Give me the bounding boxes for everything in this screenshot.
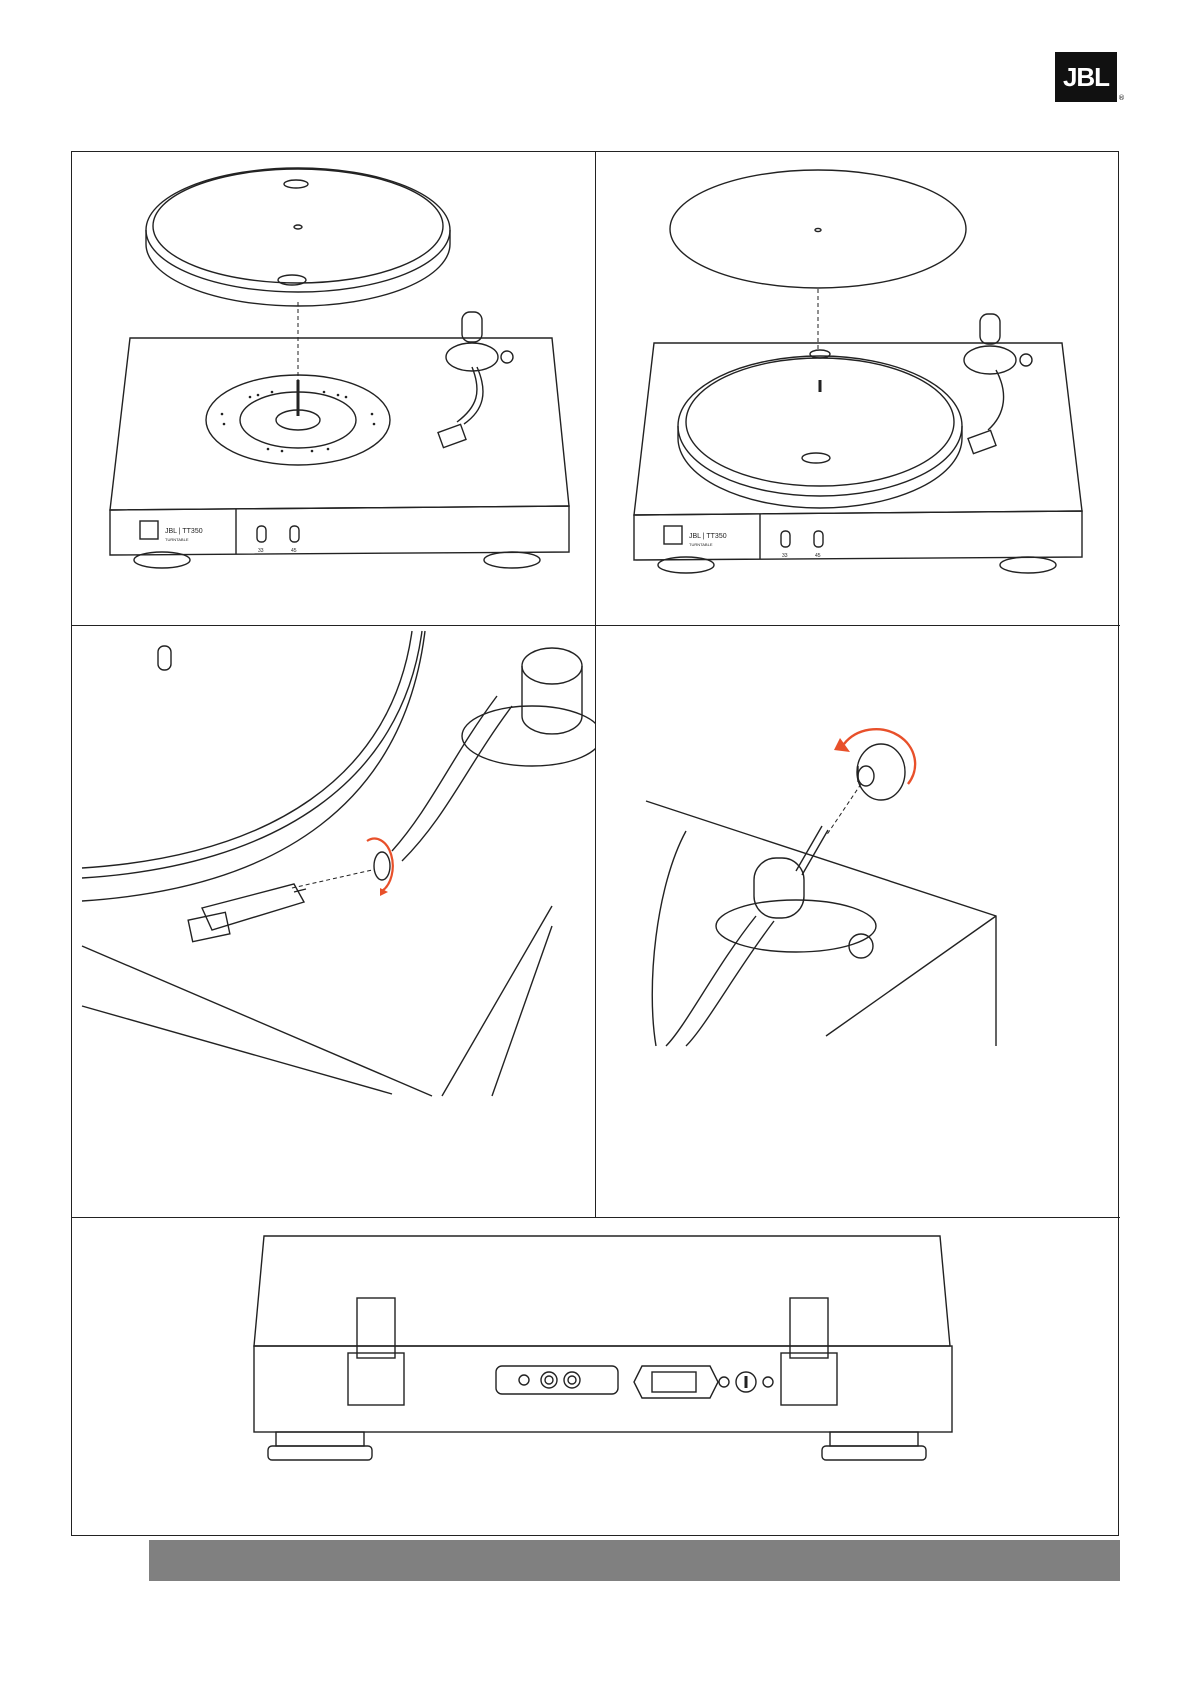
panel-counterweight [596,626,1120,1218]
jbl-logo: JBL [1055,52,1117,102]
badge-sub-text: TURNTABLE [165,537,189,542]
panel-mat-install: JBL | TT350 TURNTABLE 33 45 [596,152,1120,626]
mat-install-illustration: JBL | TT350 TURNTABLE 33 45 [596,152,1120,626]
panel-platter-install: JBL | TT350 TURNTABLE 33 45 [72,152,596,626]
speed-33-label-2: 33 [782,553,788,559]
speed-33-label: 33 [258,548,264,554]
panel-rear-view [72,1218,1120,1537]
panel-headshell [72,626,596,1218]
platter-install-illustration: JBL | TT350 TURNTABLE 33 45 [72,152,596,626]
speed-45-label: 45 [291,548,297,554]
badge-text-2: JBL | TT350 [689,533,727,540]
speed-45-label-2: 45 [815,553,821,559]
footer-bar [149,1540,1120,1581]
illustration-grid: JBL | TT350 TURNTABLE 33 45 [71,151,1119,1536]
headshell-illustration [72,626,596,1218]
spindle-cap [158,646,171,670]
rear-view-illustration [72,1218,1120,1537]
registered-mark: ® [1118,94,1125,102]
counterweight-illustration [596,626,1120,1218]
badge-text: JBL | TT350 [165,528,203,535]
badge-sub-text-2: TURNTABLE [689,542,713,547]
